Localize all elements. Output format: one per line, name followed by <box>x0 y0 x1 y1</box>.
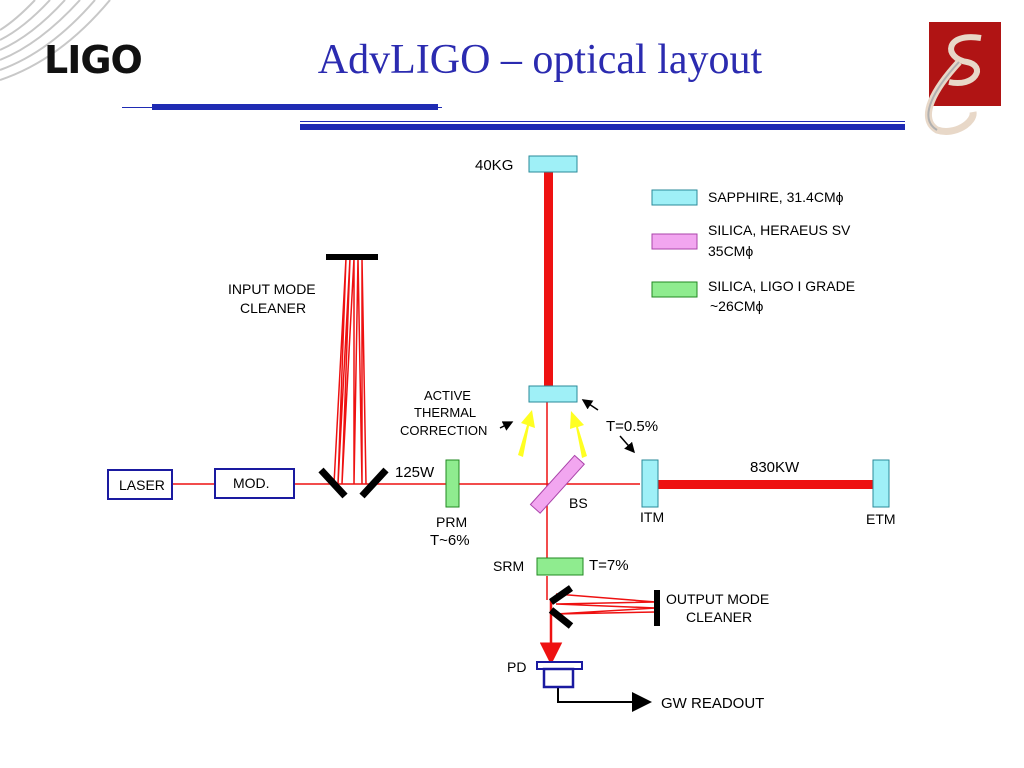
caltech-emblem-icon <box>924 22 1001 135</box>
y-etm-optic <box>528 155 578 173</box>
thermal-arrows <box>518 410 587 458</box>
omc-lower-mirror <box>548 607 574 629</box>
legend-ligo-grade-1: SILICA, LIGO I GRADE <box>708 278 855 294</box>
x-etm-optic <box>872 459 890 508</box>
label-readout: GW READOUT <box>661 695 764 712</box>
header-rule <box>122 104 905 130</box>
label-atc-2: THERMAL <box>414 405 476 420</box>
atc-pointer-arrow <box>499 421 514 431</box>
y-arm-beam <box>544 172 553 388</box>
page-title: AdvLIGO – optical layout <box>317 37 763 83</box>
imc-left-mirror <box>318 467 348 499</box>
label-itm-transmission: T=0.5% <box>606 418 658 435</box>
pd-body <box>542 667 575 689</box>
label-omc-1: OUTPUT MODE <box>666 591 769 607</box>
label-prm-transmission: T~6% <box>430 532 470 549</box>
ligo-logo: LIGO <box>44 38 143 82</box>
label-input-power: 125W <box>395 464 435 481</box>
label-omc-2: CLEANER <box>686 609 752 625</box>
legend-swatch-ligo-grade <box>651 281 698 298</box>
label-prm: PRM <box>436 514 467 530</box>
srm-optic <box>536 557 584 576</box>
legend-sapphire: SAPPHIRE, 31.4CMϕ <box>708 189 844 205</box>
y-itm-optic <box>528 385 578 403</box>
label-atc-3: CORRECTION <box>400 423 487 438</box>
imc-beam <box>333 257 367 485</box>
legend-swatch-heraeus <box>651 233 698 250</box>
logo-swirl-icon <box>0 0 111 81</box>
bs-optic <box>529 454 585 514</box>
label-atc-1: ACTIVE <box>424 388 471 403</box>
itm-pointer-arrow-up <box>581 399 599 411</box>
legend-swatch-sapphire <box>651 189 698 206</box>
omc-end-mirror <box>654 590 660 626</box>
legend-heraeus-2: 35CMϕ <box>708 243 753 259</box>
label-pd: PD <box>507 659 526 675</box>
label-itm: ITM <box>640 509 664 525</box>
readout-line <box>557 686 652 712</box>
prm-optic <box>445 459 460 508</box>
label-etm: ETM <box>866 511 896 527</box>
x-itm-optic <box>641 459 659 508</box>
label-arm-power: 830KW <box>750 459 800 476</box>
itm-pointer-arrow-down <box>619 435 635 454</box>
label-srm: SRM <box>493 558 524 574</box>
label-imc-2: CLEANER <box>240 300 306 316</box>
label-laser: LASER <box>119 477 165 493</box>
imc-top-mirror <box>326 254 378 260</box>
label-srm-transmission: T=7% <box>589 557 629 574</box>
omc-upper-mirror <box>548 585 574 605</box>
imc-right-mirror <box>359 467 389 499</box>
label-imc-1: INPUT MODE <box>228 281 316 297</box>
x-arm-beam <box>658 480 874 489</box>
mod-box <box>214 468 295 499</box>
label-bs: BS <box>569 495 588 511</box>
label-mod: MOD. <box>233 475 270 491</box>
laser-box <box>107 469 173 500</box>
label-40kg: 40KG <box>475 157 513 174</box>
legend-ligo-grade-2: ~26CMϕ <box>710 298 764 314</box>
legend-heraeus-1: SILICA, HERAEUS SV <box>708 222 851 238</box>
